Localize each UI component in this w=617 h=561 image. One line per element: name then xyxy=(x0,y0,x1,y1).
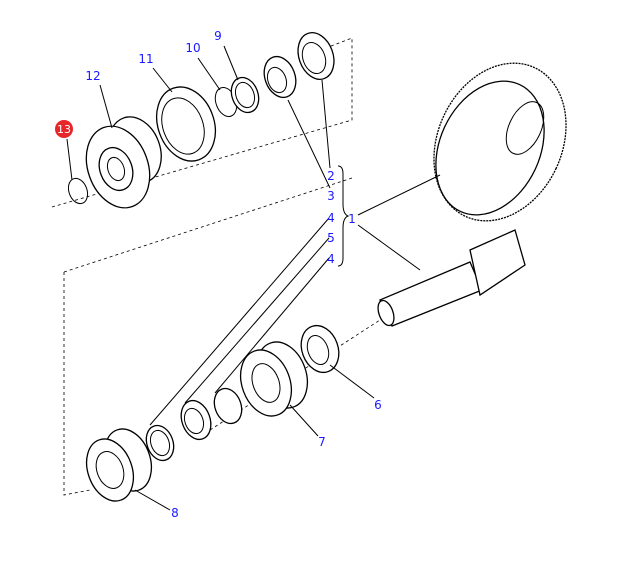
callout-8[interactable]: 8 xyxy=(171,506,179,520)
part-4-shim-a[interactable] xyxy=(210,385,247,428)
callout-3[interactable]: 3 xyxy=(327,189,335,203)
callout-5[interactable]: 5 xyxy=(327,231,335,245)
callout-11[interactable]: 11 xyxy=(138,52,153,66)
part-8-bearing[interactable] xyxy=(78,422,159,507)
part-6-shim[interactable] xyxy=(295,320,345,377)
callout-4b[interactable]: 4 xyxy=(327,252,335,266)
callout-6[interactable]: 6 xyxy=(374,398,382,412)
part-3-nut[interactable] xyxy=(259,52,302,102)
part-12-flange[interactable] xyxy=(75,109,170,216)
callout-2[interactable]: 2 xyxy=(327,169,335,183)
callout-10[interactable]: 10 xyxy=(185,41,200,55)
pinion-shaft[interactable] xyxy=(375,229,526,328)
callout-12[interactable]: 12 xyxy=(85,69,100,83)
part-4-shim-b[interactable] xyxy=(142,422,179,465)
part-9-washer[interactable] xyxy=(227,74,264,117)
highlight-badge xyxy=(55,120,73,138)
part-13-snap-ring[interactable] xyxy=(65,176,91,207)
callout-4a[interactable]: 4 xyxy=(327,211,335,225)
dashed-frame-lower xyxy=(63,272,381,496)
leader-lines xyxy=(66,45,441,511)
part-2-lock-washer[interactable] xyxy=(292,28,340,85)
callout-label: 13 xyxy=(57,123,71,136)
callout-1[interactable]: 1 xyxy=(348,212,356,226)
callout-9[interactable]: 9 xyxy=(214,29,222,43)
callout-13[interactable]: 13 xyxy=(55,120,73,138)
part-7-bearing[interactable] xyxy=(232,335,316,423)
part-11-seal[interactable] xyxy=(147,79,226,170)
callout-7[interactable]: 7 xyxy=(318,435,326,449)
part-5-spacer[interactable] xyxy=(176,396,216,443)
ring-gear[interactable] xyxy=(409,41,591,242)
